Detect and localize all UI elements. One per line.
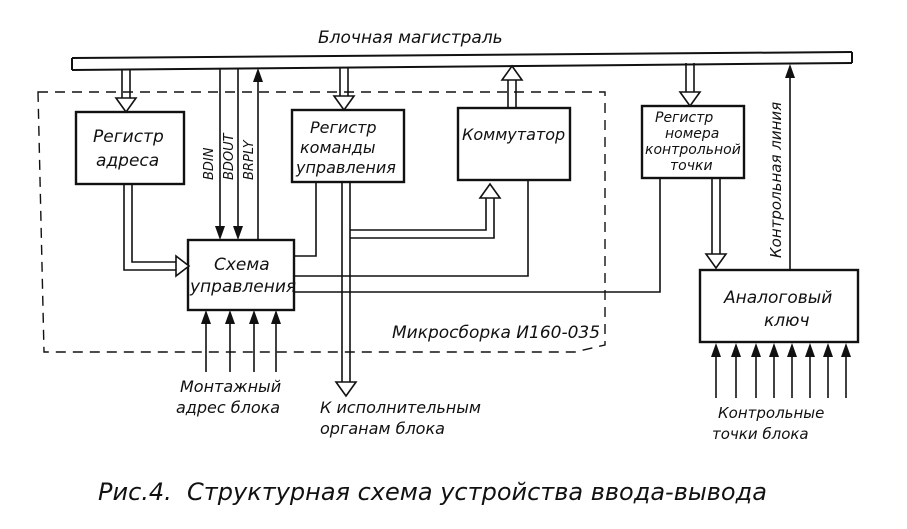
- brply-line: [253, 68, 263, 240]
- control-scheme-label-2: управления: [189, 277, 296, 297]
- analog-key-label-1: Аналоговый: [723, 288, 832, 308]
- command-register-label-3: управления: [295, 158, 396, 177]
- command-register-to-commutator-arrow: [350, 182, 502, 239]
- control-points-label-1: Контрольные: [718, 404, 824, 422]
- analog-key-label-2: ключ: [764, 311, 810, 331]
- executive-label-2: органам блока: [320, 419, 445, 438]
- control-points-label-2: точки блока: [712, 425, 809, 443]
- command-register-label-2: команды: [300, 138, 375, 157]
- address-register-box: [74, 110, 186, 186]
- bus-to-command-register-arrow: [332, 68, 356, 112]
- bdin-line: [215, 68, 225, 240]
- block-bus: [71, 51, 853, 71]
- microassembly-border: [37, 91, 606, 353]
- control-scheme-label-1: Схема: [214, 255, 270, 275]
- mount-address-label-2: адрес блока: [176, 398, 280, 417]
- bdout-label: BDOUT: [222, 132, 237, 180]
- control-to-control-point-register-line: [294, 178, 661, 293]
- control-scheme-box: [186, 238, 296, 312]
- analog-key-box: [698, 268, 860, 344]
- control-point-register-label-1: Регистр: [655, 110, 713, 126]
- bdin-label: BDIN: [202, 147, 217, 180]
- control-to-commutator-line: [294, 180, 529, 277]
- command-register-to-executive-arrow: [334, 182, 358, 398]
- bus-to-address-register-arrow: [114, 70, 138, 114]
- command-register-box: [290, 108, 406, 184]
- microassembly-label: Микросборка И160-035: [392, 323, 600, 343]
- mount-address-arrows: [201, 310, 281, 372]
- address-register-to-control-arrow: [123, 184, 191, 278]
- control-point-register-box: [640, 104, 746, 180]
- control-point-register-label-2: номера: [665, 126, 719, 142]
- address-register-label-2: адреса: [96, 151, 159, 171]
- bus-to-control-point-register-arrow: [678, 63, 702, 108]
- control-point-register-to-analog-key-arrow: [704, 178, 728, 270]
- figure-caption: Рис.4. Структурная схема устройства ввод…: [98, 478, 767, 506]
- brply-label: BRPLY: [242, 139, 257, 180]
- bdout-line: [233, 68, 243, 240]
- command-register-to-control-line: [294, 182, 317, 257]
- commutator-box: [456, 106, 572, 182]
- command-register-label-1: Регистр: [310, 118, 377, 137]
- commutator-label: Коммутатор: [462, 125, 565, 144]
- bus-label: Блочная магистраль: [318, 28, 503, 48]
- control-line-label: Контрольная линия: [767, 102, 785, 258]
- mount-address-label-1: Монтажный: [180, 377, 281, 396]
- control-line: [785, 64, 795, 270]
- control-point-register-label-3: контрольной: [645, 142, 741, 158]
- control-point-register-label-4: точки: [670, 158, 713, 174]
- control-point-arrows: [711, 343, 851, 398]
- address-register-label-1: Регистр: [93, 127, 164, 147]
- commutator-to-bus-arrow: [500, 64, 524, 108]
- executive-label-1: К исполнительным: [320, 398, 481, 417]
